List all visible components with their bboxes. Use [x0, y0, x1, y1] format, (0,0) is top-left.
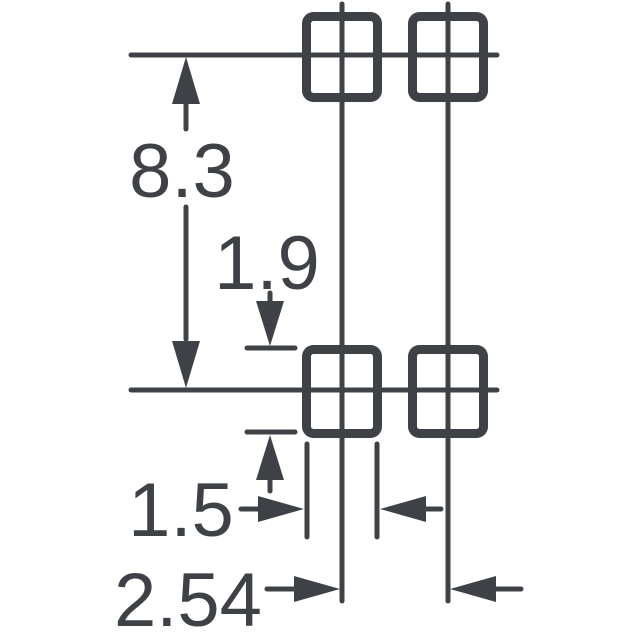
- arrow-up-icon: [256, 435, 284, 480]
- arrow-left-icon: [380, 496, 426, 522]
- pads: [302, 12, 488, 438]
- arrow-right-icon: [294, 576, 340, 602]
- pad-bottom-left: [302, 345, 382, 438]
- arrow-down-icon: [172, 341, 200, 388]
- pad-bottom-right: [408, 345, 488, 438]
- dimension-pad-pitch: 2.54: [114, 558, 524, 640]
- dimension-label-pad-height: 1.9: [214, 221, 320, 306]
- axis-lines: [128, 1, 500, 604]
- dimension-label-pad-width: 1.5: [128, 468, 234, 553]
- dimension-pad-width: 1.5: [128, 441, 444, 553]
- arrow-up-icon: [172, 57, 200, 104]
- arrow-right-icon: [258, 496, 304, 522]
- arrow-down-icon: [256, 301, 284, 346]
- arrow-left-icon: [450, 576, 496, 602]
- dimension-pad-height: 1.9: [214, 221, 320, 494]
- dimension-label-row-spacing: 8.3: [129, 129, 235, 214]
- dimension-label-pad-pitch: 2.54: [114, 558, 262, 640]
- pad-top-left: [302, 12, 382, 102]
- dimension-row-spacing: 8.3: [129, 57, 235, 388]
- pad-top-right: [408, 12, 488, 102]
